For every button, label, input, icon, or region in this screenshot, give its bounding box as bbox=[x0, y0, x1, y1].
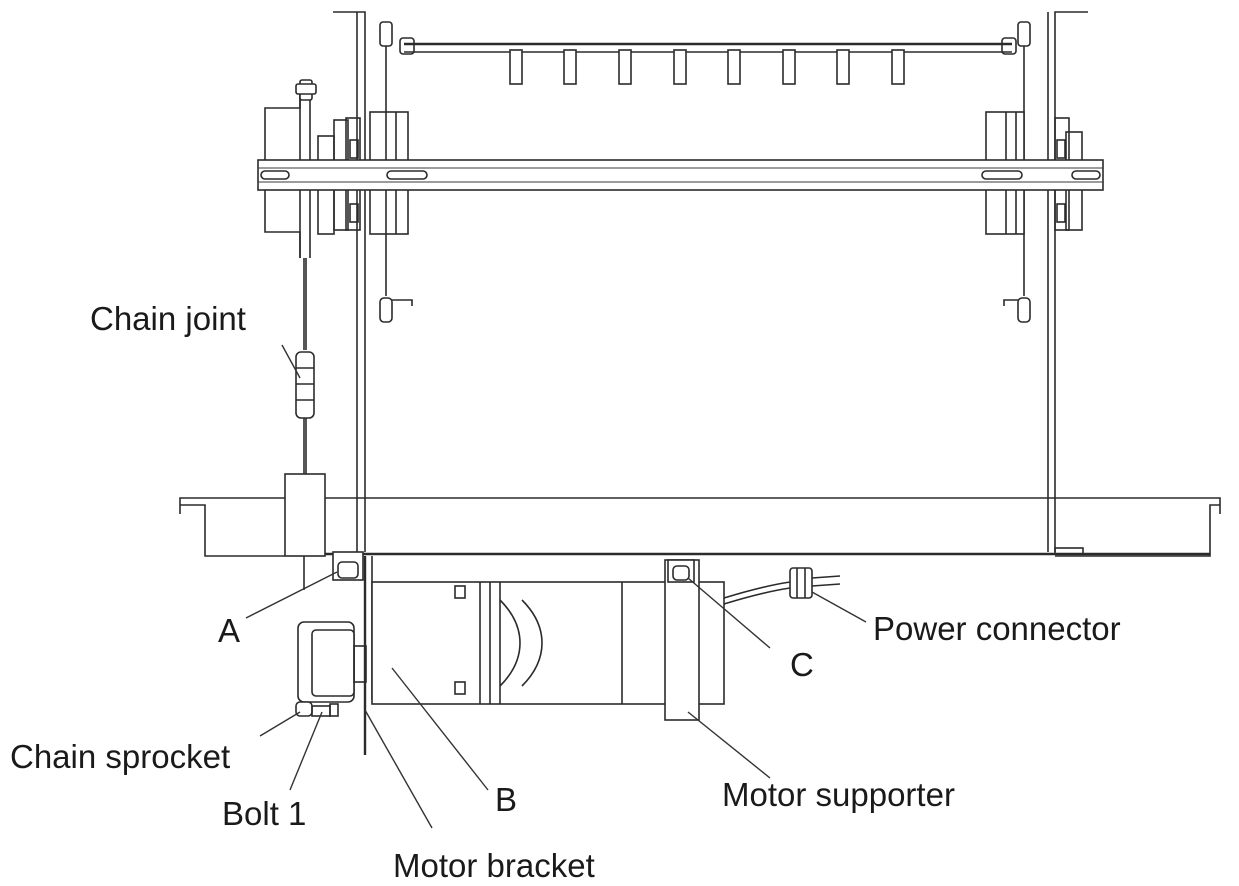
label-point-c: C bbox=[790, 646, 814, 683]
leader-lines bbox=[245, 344, 867, 829]
label-point-b: B bbox=[495, 781, 518, 818]
label-power-connector: Power connector bbox=[873, 610, 1121, 647]
chain-sprocket-part bbox=[295, 621, 367, 717]
top-rack bbox=[379, 21, 1031, 323]
label-chain-sprocket: Chain sprocket bbox=[10, 738, 231, 775]
motor-body bbox=[371, 559, 725, 721]
base-tray bbox=[179, 473, 1221, 590]
frame bbox=[333, 11, 1088, 552]
label-motor-supporter: Motor supporter bbox=[722, 776, 955, 813]
power-cable bbox=[723, 567, 841, 605]
shaft bbox=[257, 159, 1104, 191]
label-chain-joint: Chain joint bbox=[90, 300, 246, 337]
label-motor-bracket: Motor bracket bbox=[393, 847, 595, 884]
chain bbox=[295, 258, 315, 476]
label-bolt-1: Bolt 1 bbox=[222, 795, 307, 832]
label-point-a: A bbox=[218, 612, 241, 649]
